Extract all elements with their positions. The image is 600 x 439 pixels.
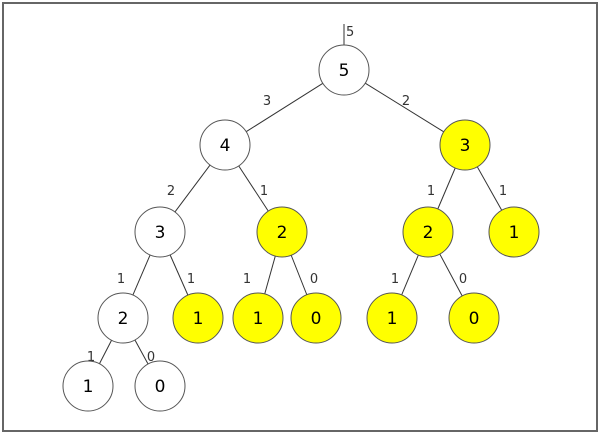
node-circle xyxy=(97,292,149,344)
node-label: 2 xyxy=(277,223,288,243)
edge-label: 0 xyxy=(310,272,318,287)
edge-label: 0 xyxy=(147,350,155,365)
highlighted-node-circle xyxy=(290,292,342,344)
node-circle xyxy=(199,119,251,171)
node-circle xyxy=(318,44,370,96)
highlighted-node-circle xyxy=(439,119,491,171)
node-label: 3 xyxy=(460,136,471,156)
tree-node: 1 xyxy=(488,206,540,258)
node-label: 1 xyxy=(509,223,520,243)
tree-edge xyxy=(134,339,149,365)
edge-label: 1 xyxy=(187,272,195,287)
tree-edge xyxy=(238,165,269,212)
highlighted-node-circle xyxy=(232,292,284,344)
edge-label: 1 xyxy=(499,184,507,199)
node-label: 2 xyxy=(423,223,434,243)
node-label: 0 xyxy=(311,309,322,329)
edge-label: 2 xyxy=(167,184,175,199)
tree-edge xyxy=(98,339,113,365)
tree-edge xyxy=(364,82,445,133)
node-label: 1 xyxy=(387,309,398,329)
edge-label: 1 xyxy=(243,272,251,287)
tree-edge xyxy=(290,255,308,295)
highlighted-node-circle xyxy=(402,206,454,258)
edge-label: 3 xyxy=(263,94,271,109)
edges-layer: 5 3 2 2 1 1 1 1 1 1 0 1 0 1 0 xyxy=(87,24,507,365)
tree-node: 1 xyxy=(232,292,284,344)
tree-edge xyxy=(174,164,211,213)
tree-node: 3 xyxy=(134,206,186,258)
node-label: 1 xyxy=(193,309,204,329)
node-label: 5 xyxy=(339,61,350,81)
edge-label: 1 xyxy=(87,350,95,365)
tree-node: 2 xyxy=(402,206,454,258)
node-circle xyxy=(134,206,186,258)
node-label: 3 xyxy=(155,223,166,243)
node-label: 1 xyxy=(83,377,94,397)
edge-label: 1 xyxy=(260,184,268,199)
root-stub-label: 5 xyxy=(346,25,354,40)
tree-node: 5 xyxy=(318,44,370,96)
node-label: 4 xyxy=(220,136,231,156)
node-circle xyxy=(134,360,186,412)
tree-node: 1 xyxy=(366,292,418,344)
node-label: 1 xyxy=(253,309,264,329)
tree-node: 2 xyxy=(97,292,149,344)
tree-node: 1 xyxy=(172,292,224,344)
diagram-frame xyxy=(2,2,598,432)
edge-label: 1 xyxy=(391,272,399,287)
edge-label: 2 xyxy=(402,94,410,109)
tree-edge xyxy=(169,254,189,296)
tree-edge xyxy=(264,255,276,295)
tree-node: 0 xyxy=(134,360,186,412)
tree-edge xyxy=(401,254,419,296)
node-label: 0 xyxy=(155,377,166,397)
highlighted-node-circle xyxy=(448,292,500,344)
tree-node: 4 xyxy=(199,119,251,171)
tree-edge xyxy=(439,253,463,297)
tree-node: 2 xyxy=(256,206,308,258)
tree-node: 3 xyxy=(439,119,491,171)
node-label: 0 xyxy=(469,309,480,329)
tree-node: 0 xyxy=(290,292,342,344)
highlighted-node-circle xyxy=(488,206,540,258)
tree-edge xyxy=(245,82,324,133)
tree-edge xyxy=(132,254,151,296)
edge-label: 1 xyxy=(117,272,125,287)
node-circle xyxy=(62,360,114,412)
tree-edge xyxy=(437,167,456,210)
tree-node: 0 xyxy=(448,292,500,344)
edge-label: 1 xyxy=(427,184,435,199)
highlighted-node-circle xyxy=(172,292,224,344)
node-label: 2 xyxy=(118,309,129,329)
tree-edge xyxy=(476,166,503,211)
nodes-layer: 5 4 3 3 2 2 1 2 1 1 0 1 0 1 0 xyxy=(62,44,540,412)
tree-node: 1 xyxy=(62,360,114,412)
highlighted-node-circle xyxy=(366,292,418,344)
edge-label: 0 xyxy=(459,272,467,287)
highlighted-node-circle xyxy=(256,206,308,258)
